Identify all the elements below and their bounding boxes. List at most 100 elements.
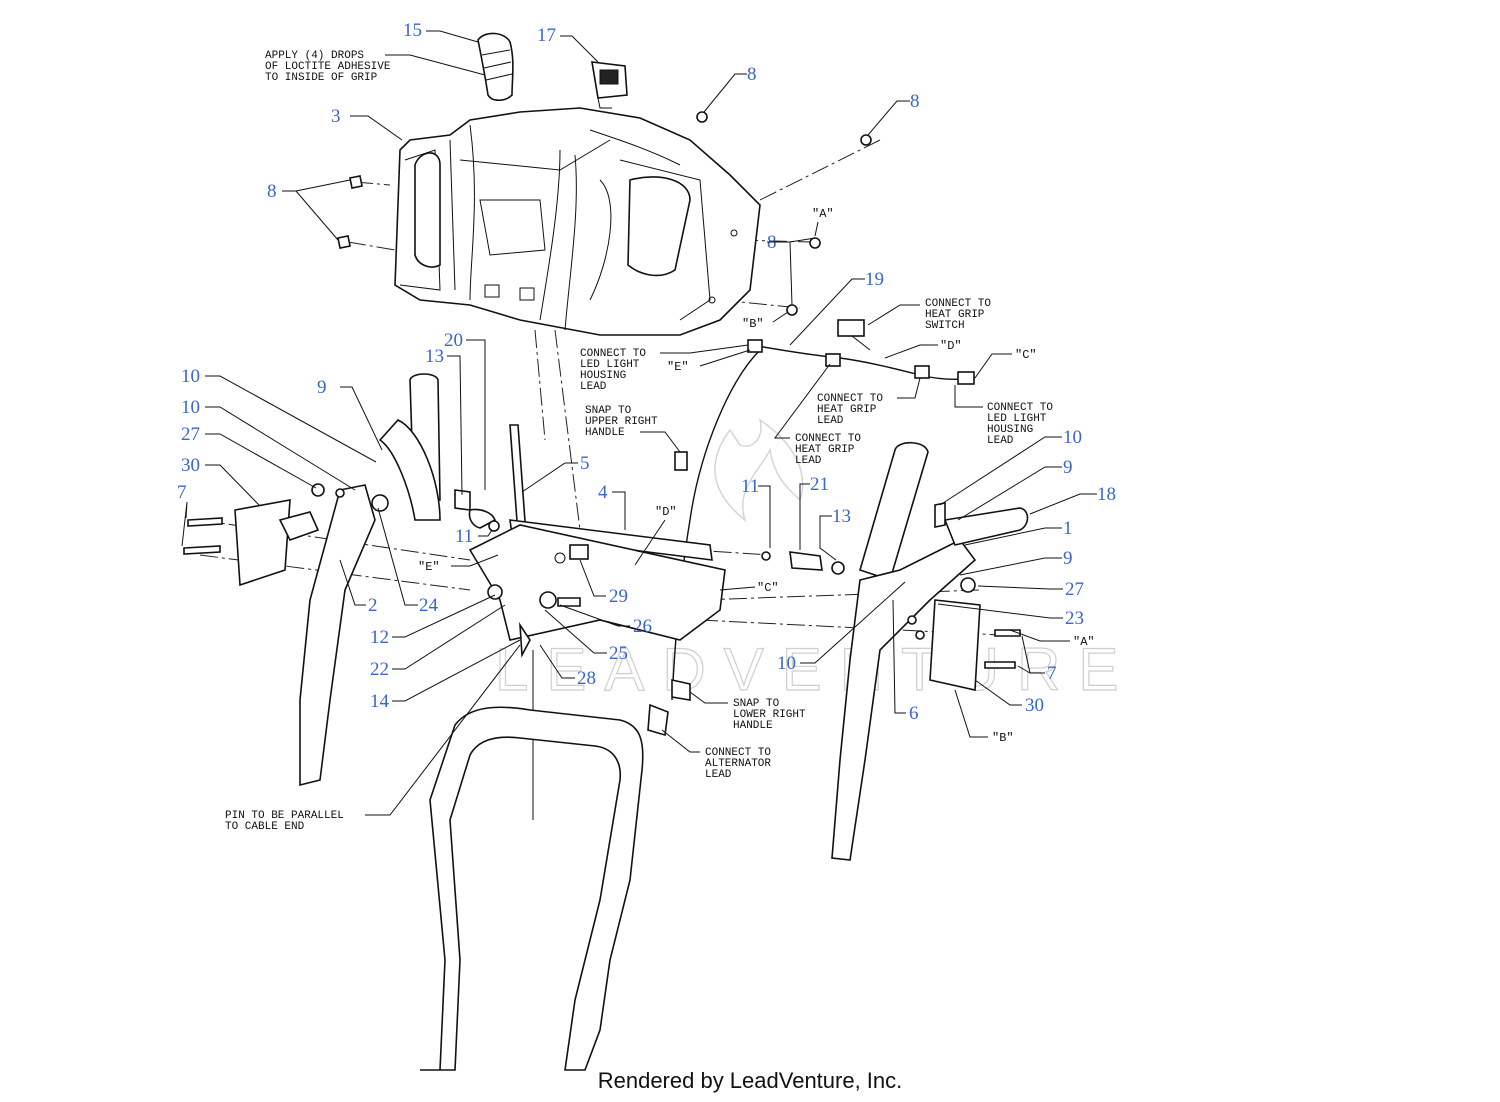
svg-text:CONNECT TO: CONNECT TO — [795, 433, 861, 445]
callout-c3: 3 — [331, 106, 341, 127]
svg-text:"D": "D" — [940, 339, 962, 353]
svg-text:"E": "E" — [418, 560, 440, 574]
callout-c22: 22 — [370, 659, 389, 680]
svg-text:CONNECT TO: CONNECT TO — [817, 393, 883, 405]
svg-text:LEAD: LEAD — [580, 381, 607, 393]
callout-c10d: 10 — [777, 653, 796, 674]
note-led-left: CONNECT TO LED LIGHT HOUSING LEAD — [580, 344, 749, 393]
callout-c10a: 10 — [181, 366, 200, 387]
svg-text:"C": "C" — [757, 581, 779, 595]
switch-17 — [591, 61, 628, 109]
watermark-text: LEADVENTURE — [495, 636, 1136, 703]
svg-text:ALTERNATOR: ALTERNATOR — [705, 758, 771, 770]
callout-c8c: 8 — [267, 181, 277, 202]
svg-text:UPPER RIGHT: UPPER RIGHT — [585, 416, 658, 428]
callout-c9c: 9 — [1063, 548, 1073, 569]
reference-letters: "A" "B" "C" "D" "E" "D" "E" "C" "A" "B" — [418, 207, 1095, 745]
watermark: LEADVENTURE — [494, 418, 1136, 704]
callout-c4: 4 — [598, 482, 608, 503]
callout-numbers: 15 17 8 8 3 8 8 19 20 13 10 9 10 27 30 7… — [177, 20, 1116, 724]
note-alternator: CONNECT TO ALTERNATOR LEAD — [661, 729, 771, 781]
callout-c13a: 13 — [425, 346, 444, 367]
callout-c19: 19 — [865, 269, 884, 290]
callout-c20: 20 — [444, 330, 463, 351]
note-pin: PIN TO BE PARALLEL TO CABLE END — [225, 644, 521, 833]
callout-c18: 18 — [1097, 484, 1116, 505]
svg-text:CONNECT TO: CONNECT TO — [705, 747, 771, 759]
svg-text:LED LIGHT: LED LIGHT — [580, 359, 640, 371]
svg-text:HANDLE: HANDLE — [733, 720, 773, 732]
callout-c27a: 27 — [181, 424, 200, 445]
callout-c5: 5 — [580, 453, 590, 474]
callout-c15: 15 — [403, 20, 422, 41]
svg-text:APPLY (4) DROPS: APPLY (4) DROPS — [265, 50, 364, 62]
callout-c27b: 27 — [1065, 579, 1084, 600]
note-snap-upper: SNAP TO UPPER RIGHT HANDLE — [585, 405, 688, 471]
callout-c8a: 8 — [747, 64, 757, 85]
callout-c2: 2 — [368, 595, 378, 616]
svg-text:LED LIGHT: LED LIGHT — [987, 413, 1047, 425]
console-housing — [394, 107, 761, 336]
callout-c14: 14 — [370, 691, 390, 712]
svg-text:"A": "A" — [1073, 635, 1095, 649]
callout-c9a: 9 — [317, 377, 327, 398]
callout-c11b: 11 — [741, 476, 759, 497]
note-heat-grip-2: CONNECT TO HEAT GRIP LEAD — [774, 363, 861, 467]
svg-text:"A": "A" — [812, 207, 834, 221]
svg-text:HOUSING: HOUSING — [580, 370, 626, 382]
svg-text:CONNECT TO: CONNECT TO — [987, 402, 1053, 414]
notes: APPLY (4) DROPS OF LOCTITE ADHESIVE TO I… — [225, 50, 1053, 833]
svg-text:"D": "D" — [655, 505, 677, 519]
callout-c30b: 30 — [1025, 695, 1044, 716]
note-led-right: CONNECT TO LED LIGHT HOUSING LEAD — [954, 385, 1053, 447]
svg-text:TO CABLE END: TO CABLE END — [225, 821, 305, 833]
callout-c17: 17 — [537, 25, 556, 46]
callout-c13b: 13 — [832, 506, 851, 527]
callout-c6: 6 — [909, 703, 919, 724]
callout-c11a: 11 — [455, 526, 473, 547]
svg-text:HANDLE: HANDLE — [585, 427, 625, 439]
svg-text:LEAD: LEAD — [795, 455, 822, 467]
grip-15 — [477, 32, 514, 102]
svg-text:SNAP TO: SNAP TO — [585, 405, 632, 417]
callout-c12: 12 — [370, 627, 389, 648]
svg-text:"B": "B" — [992, 731, 1014, 745]
dash-panel — [468, 424, 845, 820]
callout-c7b: 7 — [1047, 663, 1057, 684]
svg-text:LEAD: LEAD — [817, 415, 844, 427]
svg-text:LEAD: LEAD — [705, 769, 732, 781]
svg-text:SWITCH: SWITCH — [925, 320, 965, 332]
svg-text:LEAD: LEAD — [987, 435, 1014, 447]
callout-c25: 25 — [609, 643, 628, 664]
callout-c23: 23 — [1065, 608, 1084, 629]
callout-c1: 1 — [1063, 518, 1073, 539]
svg-text:HEAT GRIP: HEAT GRIP — [795, 444, 855, 456]
right-handle — [831, 441, 1029, 861]
svg-text:"C": "C" — [1015, 348, 1037, 362]
callout-c28: 28 — [577, 668, 596, 689]
note-heat-grip-switch: CONNECT TO HEAT GRIP SWITCH — [867, 298, 991, 332]
svg-text:"E": "E" — [667, 360, 689, 374]
callout-c9b: 9 — [1063, 457, 1073, 478]
svg-text:SNAP TO: SNAP TO — [733, 698, 780, 710]
svg-text:HEAT GRIP: HEAT GRIP — [925, 309, 985, 321]
wiring-harness-19 — [671, 319, 976, 701]
svg-text:LOWER RIGHT: LOWER RIGHT — [733, 709, 806, 721]
svg-text:HOUSING: HOUSING — [987, 424, 1033, 436]
footer-credit: Rendered by LeadVenture, Inc. — [597, 1068, 903, 1093]
lower-handle — [420, 679, 691, 1071]
callout-c10c: 10 — [1063, 427, 1082, 448]
callout-c10b: 10 — [181, 397, 200, 418]
note-snap-lower: SNAP TO LOWER RIGHT HANDLE — [689, 691, 806, 732]
svg-text:OF LOCTITE ADHESIVE: OF LOCTITE ADHESIVE — [265, 61, 391, 73]
svg-text:TO INSIDE OF GRIP: TO INSIDE OF GRIP — [265, 72, 378, 84]
svg-text:HEAT GRIP: HEAT GRIP — [817, 404, 877, 416]
callout-c21: 21 — [810, 474, 829, 495]
svg-text:PIN TO BE PARALLEL: PIN TO BE PARALLEL — [225, 810, 344, 822]
note-heat-grip-1: CONNECT TO HEAT GRIP LEAD — [817, 377, 921, 427]
callout-c26: 26 — [633, 616, 652, 637]
left-handle — [183, 373, 500, 787]
callout-c30a: 30 — [181, 455, 200, 476]
callout-c7a: 7 — [177, 482, 187, 503]
